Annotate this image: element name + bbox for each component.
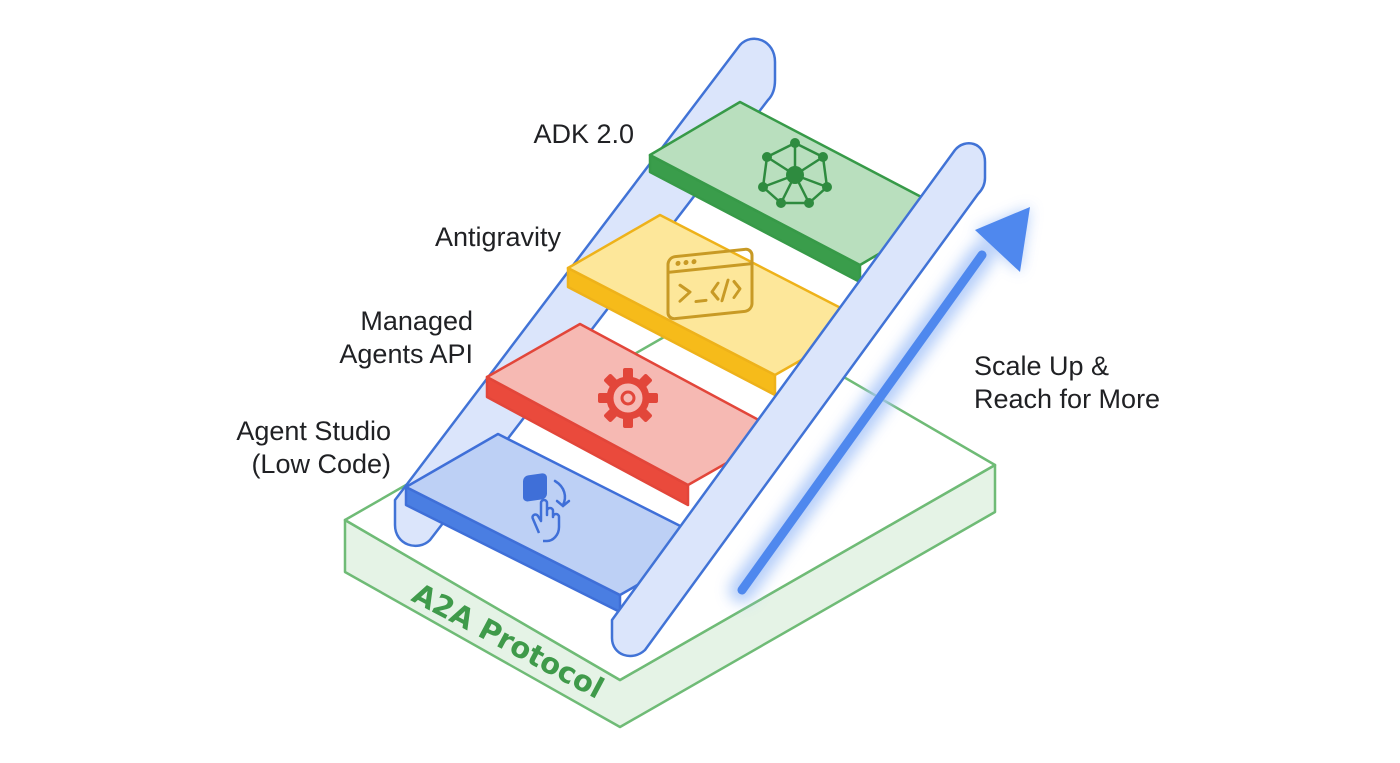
step-adk [648, 100, 952, 284]
pointer-hand-icon [523, 473, 571, 543]
arrow-head [975, 207, 1030, 272]
code-window-icon [666, 247, 754, 321]
arrow-shaft [737, 250, 987, 595]
arrow-label-text: Scale Up &Reach for More [974, 351, 1161, 414]
step-label-adk-text: ADK 2.0 [533, 119, 634, 149]
scale-up-arrow [729, 207, 1030, 603]
step-label-agent-studio: Agent Studio(Low Code) [200, 415, 391, 481]
step-label-antigravity: Antigravity [380, 221, 561, 254]
network-icon [758, 138, 832, 208]
ladder-right-rail-bar [610, 142, 987, 658]
step-agent-studio [404, 432, 714, 614]
ladder-right-rail [610, 142, 987, 658]
step-label-adk: ADK 2.0 [470, 118, 634, 151]
gear-icon [598, 368, 658, 428]
step-label-agent-studio-text: Agent Studio(Low Code) [236, 416, 391, 479]
ladder-steps [404, 100, 952, 614]
step-label-antigravity-text: Antigravity [434, 222, 561, 252]
arrow-label: Scale Up &Reach for More [974, 350, 1214, 416]
